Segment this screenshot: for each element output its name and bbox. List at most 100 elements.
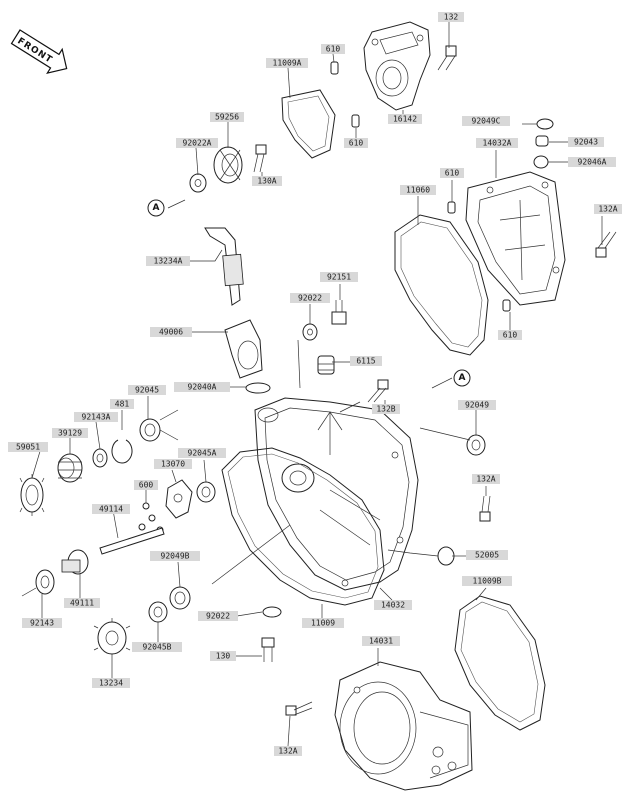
svg-text:39129: 39129 [58, 429, 82, 438]
part-label: 132B [372, 404, 400, 414]
svg-text:130A: 130A [257, 177, 276, 186]
svg-text:132A: 132A [598, 205, 617, 214]
dowel-pin-610-b [351, 114, 360, 128]
dowel-pin-610-c [447, 201, 456, 214]
generator-cover-14031 [334, 661, 473, 791]
part-label: 39129 [52, 428, 88, 438]
front-direction-badge: FRONT [10, 29, 68, 74]
gear-59051 [19, 474, 45, 516]
seal-92049b [169, 586, 191, 610]
bolt-132a-mid [479, 495, 491, 522]
cover-gasket-11009 [221, 447, 385, 606]
svg-text:52005: 52005 [475, 551, 499, 560]
generator-gasket-11009b [454, 595, 546, 731]
part-label: 52005 [466, 550, 508, 560]
clutch-cover-gasket-11060 [394, 214, 489, 356]
part-label: 49114 [92, 504, 130, 514]
svg-text:92046A: 92046A [578, 158, 607, 167]
part-label: 92045 [128, 385, 166, 395]
svg-text:11060: 11060 [406, 186, 430, 195]
bearing-92045b [148, 601, 168, 623]
svg-text:92045A: 92045A [188, 449, 217, 458]
part-label: 14032A [476, 138, 518, 148]
circlip-481 [111, 439, 133, 464]
part-label: 92022 [290, 293, 330, 303]
seal-92049 [466, 434, 486, 456]
svg-text:92143: 92143 [30, 619, 54, 628]
svg-text:16142: 16142 [393, 115, 417, 124]
part-label: 92046A [568, 157, 616, 167]
part-label: 11009 [302, 618, 344, 628]
svg-text:11009B: 11009B [473, 577, 502, 586]
ball-600-a [142, 502, 150, 510]
svg-text:92043: 92043 [574, 138, 598, 147]
svg-text:132B: 132B [376, 405, 395, 414]
svg-text:14032: 14032 [381, 601, 405, 610]
seal-92143 [35, 569, 55, 595]
bolt-130 [261, 637, 275, 662]
svg-text:49111: 49111 [70, 599, 94, 608]
bolt-130a [253, 144, 267, 173]
seal-92049c [536, 118, 554, 130]
svg-text:92022: 92022 [206, 612, 230, 621]
part-label: 92040A [174, 382, 230, 392]
callout-a-mid: A [453, 369, 471, 387]
svg-text:92049: 92049 [465, 401, 489, 410]
svg-text:92049C: 92049C [472, 117, 501, 126]
part-label: 92022A [176, 138, 218, 148]
part-label: 610 [321, 44, 345, 54]
part-label: 59256 [210, 112, 244, 122]
bearing-92045a [196, 481, 216, 503]
dowel-pin-610-d [502, 299, 511, 312]
callout-a-top: A [147, 199, 165, 217]
bolt-132a-bottom [285, 701, 313, 716]
water-pump-cover-bolt [437, 45, 457, 71]
washer-92040a [245, 382, 271, 394]
bolt-132b [367, 379, 389, 403]
plug-52005 [437, 546, 455, 566]
part-label: 59051 [8, 442, 48, 452]
svg-text:92022: 92022 [298, 294, 322, 303]
part-label: 132A [472, 474, 500, 484]
svg-text:A: A [153, 203, 160, 213]
plug-92151 [331, 300, 347, 325]
part-label: 92043 [568, 137, 604, 147]
part-label: 92143 [22, 618, 62, 628]
part-label: 130 [210, 651, 236, 661]
crankcase-cover-14032 [254, 397, 419, 591]
svg-text:92040A: 92040A [188, 383, 217, 392]
part-label: 610 [498, 330, 522, 340]
part-label: 130A [252, 176, 282, 186]
svg-text:14032A: 14032A [483, 139, 512, 148]
part-label: 11009A [266, 58, 308, 68]
part-label: 132 [438, 12, 464, 22]
svg-text:59051: 59051 [16, 443, 40, 452]
svg-text:92045B: 92045B [143, 643, 172, 652]
part-label: 610 [440, 168, 464, 178]
pump-shaft [204, 227, 244, 306]
water-pump-housing [363, 21, 431, 111]
part-number-labels: 132 610 11009A 16142 610 59256 92022A 13… [8, 12, 622, 756]
svg-text:92151: 92151 [327, 273, 351, 282]
svg-text:92049B: 92049B [161, 552, 190, 561]
part-label: 92045A [178, 448, 226, 458]
part-label: 92143A [74, 412, 118, 422]
svg-text:13234: 13234 [99, 679, 123, 688]
svg-text:A: A [459, 373, 466, 383]
svg-text:132: 132 [444, 13, 459, 22]
bolt-132a-right [595, 231, 617, 258]
part-label: 6115 [350, 356, 382, 366]
impeller [213, 146, 243, 184]
part-label: 92049B [150, 551, 200, 561]
part-label: 14032 [374, 600, 412, 610]
part-label: 92151 [320, 272, 358, 282]
svg-text:130: 130 [216, 652, 231, 661]
svg-text:92045: 92045 [135, 386, 159, 395]
part-label: 16142 [388, 114, 422, 124]
svg-text:49006: 49006 [159, 328, 183, 337]
svg-text:6115: 6115 [356, 357, 375, 366]
svg-text:14031: 14031 [369, 637, 393, 646]
gear-13234 [93, 618, 131, 655]
part-label: 600 [134, 480, 158, 490]
part-label: 132A [274, 746, 302, 756]
